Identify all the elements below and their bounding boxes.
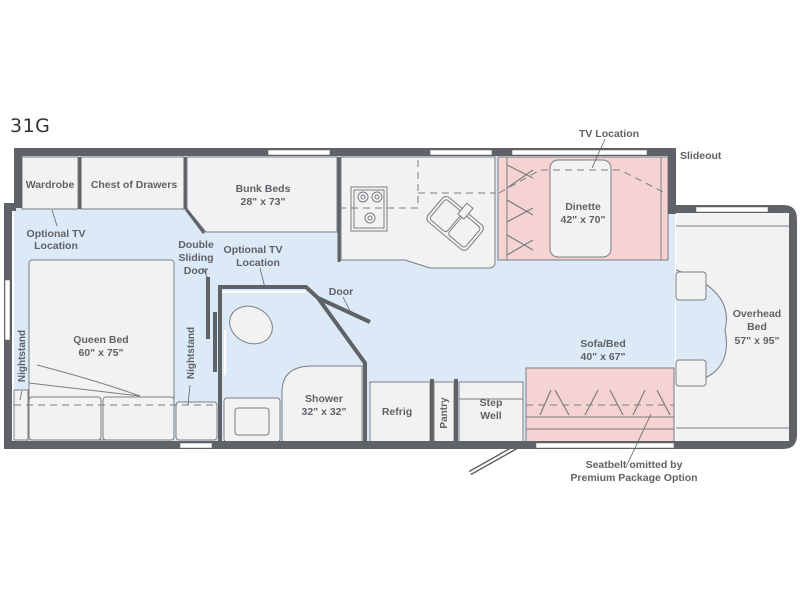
label-sofa-bed-size: 40" x 67": [581, 351, 626, 363]
toilet: [229, 305, 273, 345]
sliding-door-1: [206, 277, 210, 339]
label-double-sliding-door: Double: [178, 239, 214, 251]
window: [535, 442, 675, 449]
window: [179, 442, 213, 449]
label-chest-of-drawers: Chest of Drawers: [91, 179, 178, 191]
label-door: Door: [329, 286, 354, 298]
label-overhead-bed: Overhead: [733, 308, 781, 320]
bunk-beds: [186, 156, 338, 233]
passenger-seat: [675, 359, 707, 387]
nightstand-left: [13, 389, 29, 441]
label-queen-bed: Queen Bed: [73, 334, 128, 346]
wall-bottom: [4, 441, 520, 449]
sliding-door-2: [213, 312, 217, 372]
svg-text:Location: Location: [34, 240, 78, 252]
label-dinette: Dinette: [565, 201, 601, 213]
label-overhead-bed-size: 57" x 95": [735, 335, 780, 347]
svg-text:Door: Door: [184, 265, 209, 277]
label-dinette-size: 42" x 70": [561, 214, 606, 226]
svg-text:Sliding: Sliding: [179, 252, 214, 264]
shower: [281, 365, 363, 443]
bathroom-wall: [218, 285, 367, 445]
label-bunk-beds-size: 28" x 73": [241, 196, 286, 208]
svg-text:Well: Well: [480, 410, 501, 422]
label-shower-size: 32" x 32": [302, 406, 347, 418]
kitchen-counter: [340, 156, 496, 269]
label-wardrobe: Wardrobe: [26, 179, 75, 191]
label-sofa-bed: Sofa/Bed: [580, 338, 626, 350]
label-refrig: Refrig: [382, 406, 412, 418]
label-slideout: Slideout: [680, 150, 722, 162]
label-bunk-beds: Bunk Beds: [236, 183, 291, 195]
window: [267, 149, 331, 156]
refrigerator: [369, 381, 431, 443]
label-nightstand-left: Nightstand: [17, 330, 28, 382]
wall-top: [14, 148, 672, 156]
window: [695, 206, 769, 213]
svg-text:Location: Location: [236, 257, 280, 269]
svg-text:Premium Package Option: Premium Package Option: [570, 472, 697, 484]
label-nightstand-right: Nightstand: [186, 327, 197, 379]
kitchen-sink: [426, 195, 484, 251]
window: [511, 149, 648, 156]
step-well: [458, 381, 524, 443]
label-tv-location: TV Location: [579, 128, 639, 140]
window: [429, 149, 493, 156]
window: [4, 279, 11, 341]
label-seatbelt-note: Seatbelt omitted by: [586, 459, 683, 471]
bathroom-door: [317, 296, 371, 324]
wardrobe: [21, 156, 79, 210]
stove: [350, 186, 388, 232]
svg-text:Bed: Bed: [747, 321, 767, 333]
nightstand-right: [175, 401, 218, 441]
label-step-well: Step: [480, 397, 503, 409]
label-optional-tv-2: Optional TV: [224, 244, 283, 256]
label-pantry: Pantry: [439, 397, 450, 429]
model-name: 31G: [10, 115, 51, 137]
dinette-table: [549, 159, 612, 258]
label-queen-bed-size: 60" x 75": [79, 347, 124, 359]
label-optional-tv-1: Optional TV: [27, 228, 86, 240]
label-shower: Shower: [305, 393, 343, 405]
driver-seat: [675, 271, 707, 301]
